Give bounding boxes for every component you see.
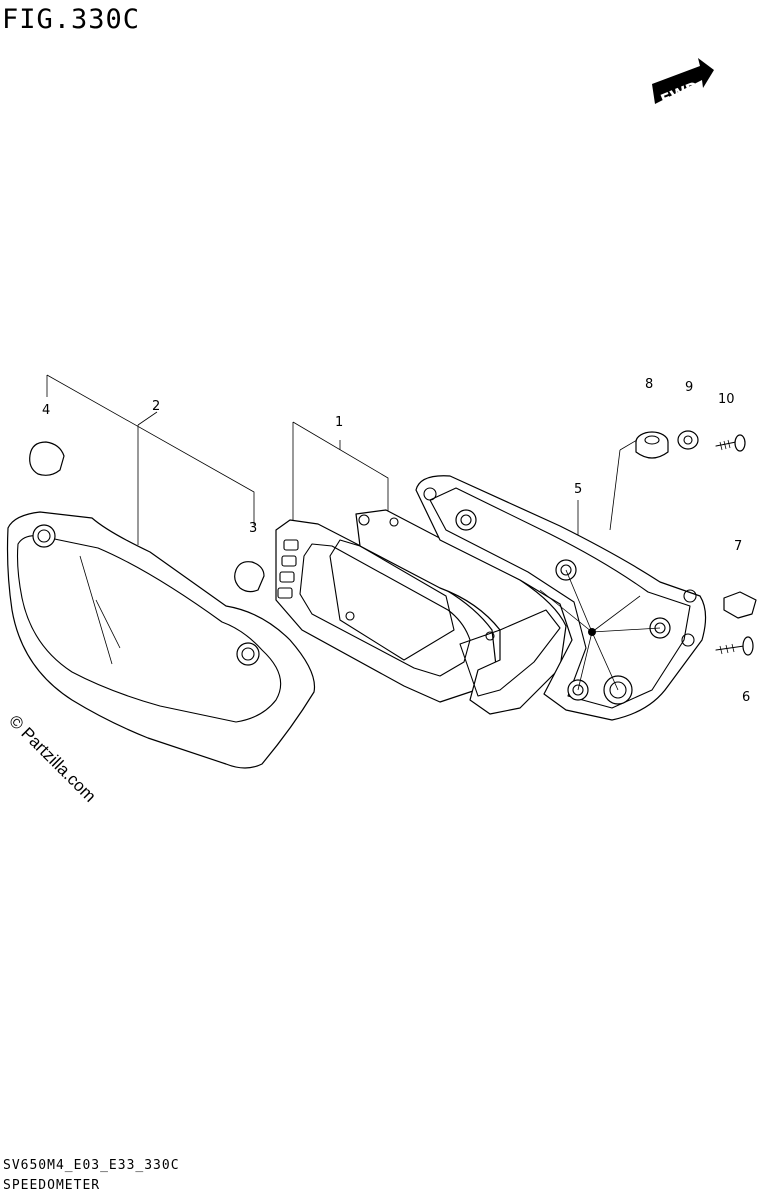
callout-6: 6	[742, 690, 750, 705]
figure-name: SPEEDOMETER	[3, 1178, 101, 1193]
part-6-screw	[715, 636, 754, 656]
callout-9: 9	[685, 380, 693, 395]
callout-8: 8	[645, 377, 653, 392]
figure-code: SV650M4_E03_E33_330C	[3, 1158, 180, 1173]
callout-2: 2	[152, 399, 160, 414]
leader-lines	[46, 374, 638, 545]
part-10-screw	[715, 434, 746, 452]
part-8-grommet	[635, 431, 669, 459]
part-3-cap	[234, 561, 265, 593]
callout-5: 5	[574, 482, 582, 497]
fwd-arrow-icon: FWD	[652, 58, 714, 109]
part-9-collar	[677, 430, 699, 450]
callout-1: 1	[335, 415, 343, 430]
part-4-cap	[29, 441, 65, 476]
meter-unit	[329, 509, 567, 715]
part-2-cover	[6, 511, 316, 769]
watermark: © Partzilla.com	[5, 711, 99, 805]
callout-7: 7	[734, 539, 742, 554]
part-7-nut	[723, 591, 757, 619]
part-5-housing	[415, 475, 707, 721]
callout-4: 4	[42, 403, 50, 418]
callout-3: 3	[249, 521, 257, 536]
figure-title: FIG.330C	[2, 4, 141, 35]
callout-10: 10	[718, 392, 735, 407]
